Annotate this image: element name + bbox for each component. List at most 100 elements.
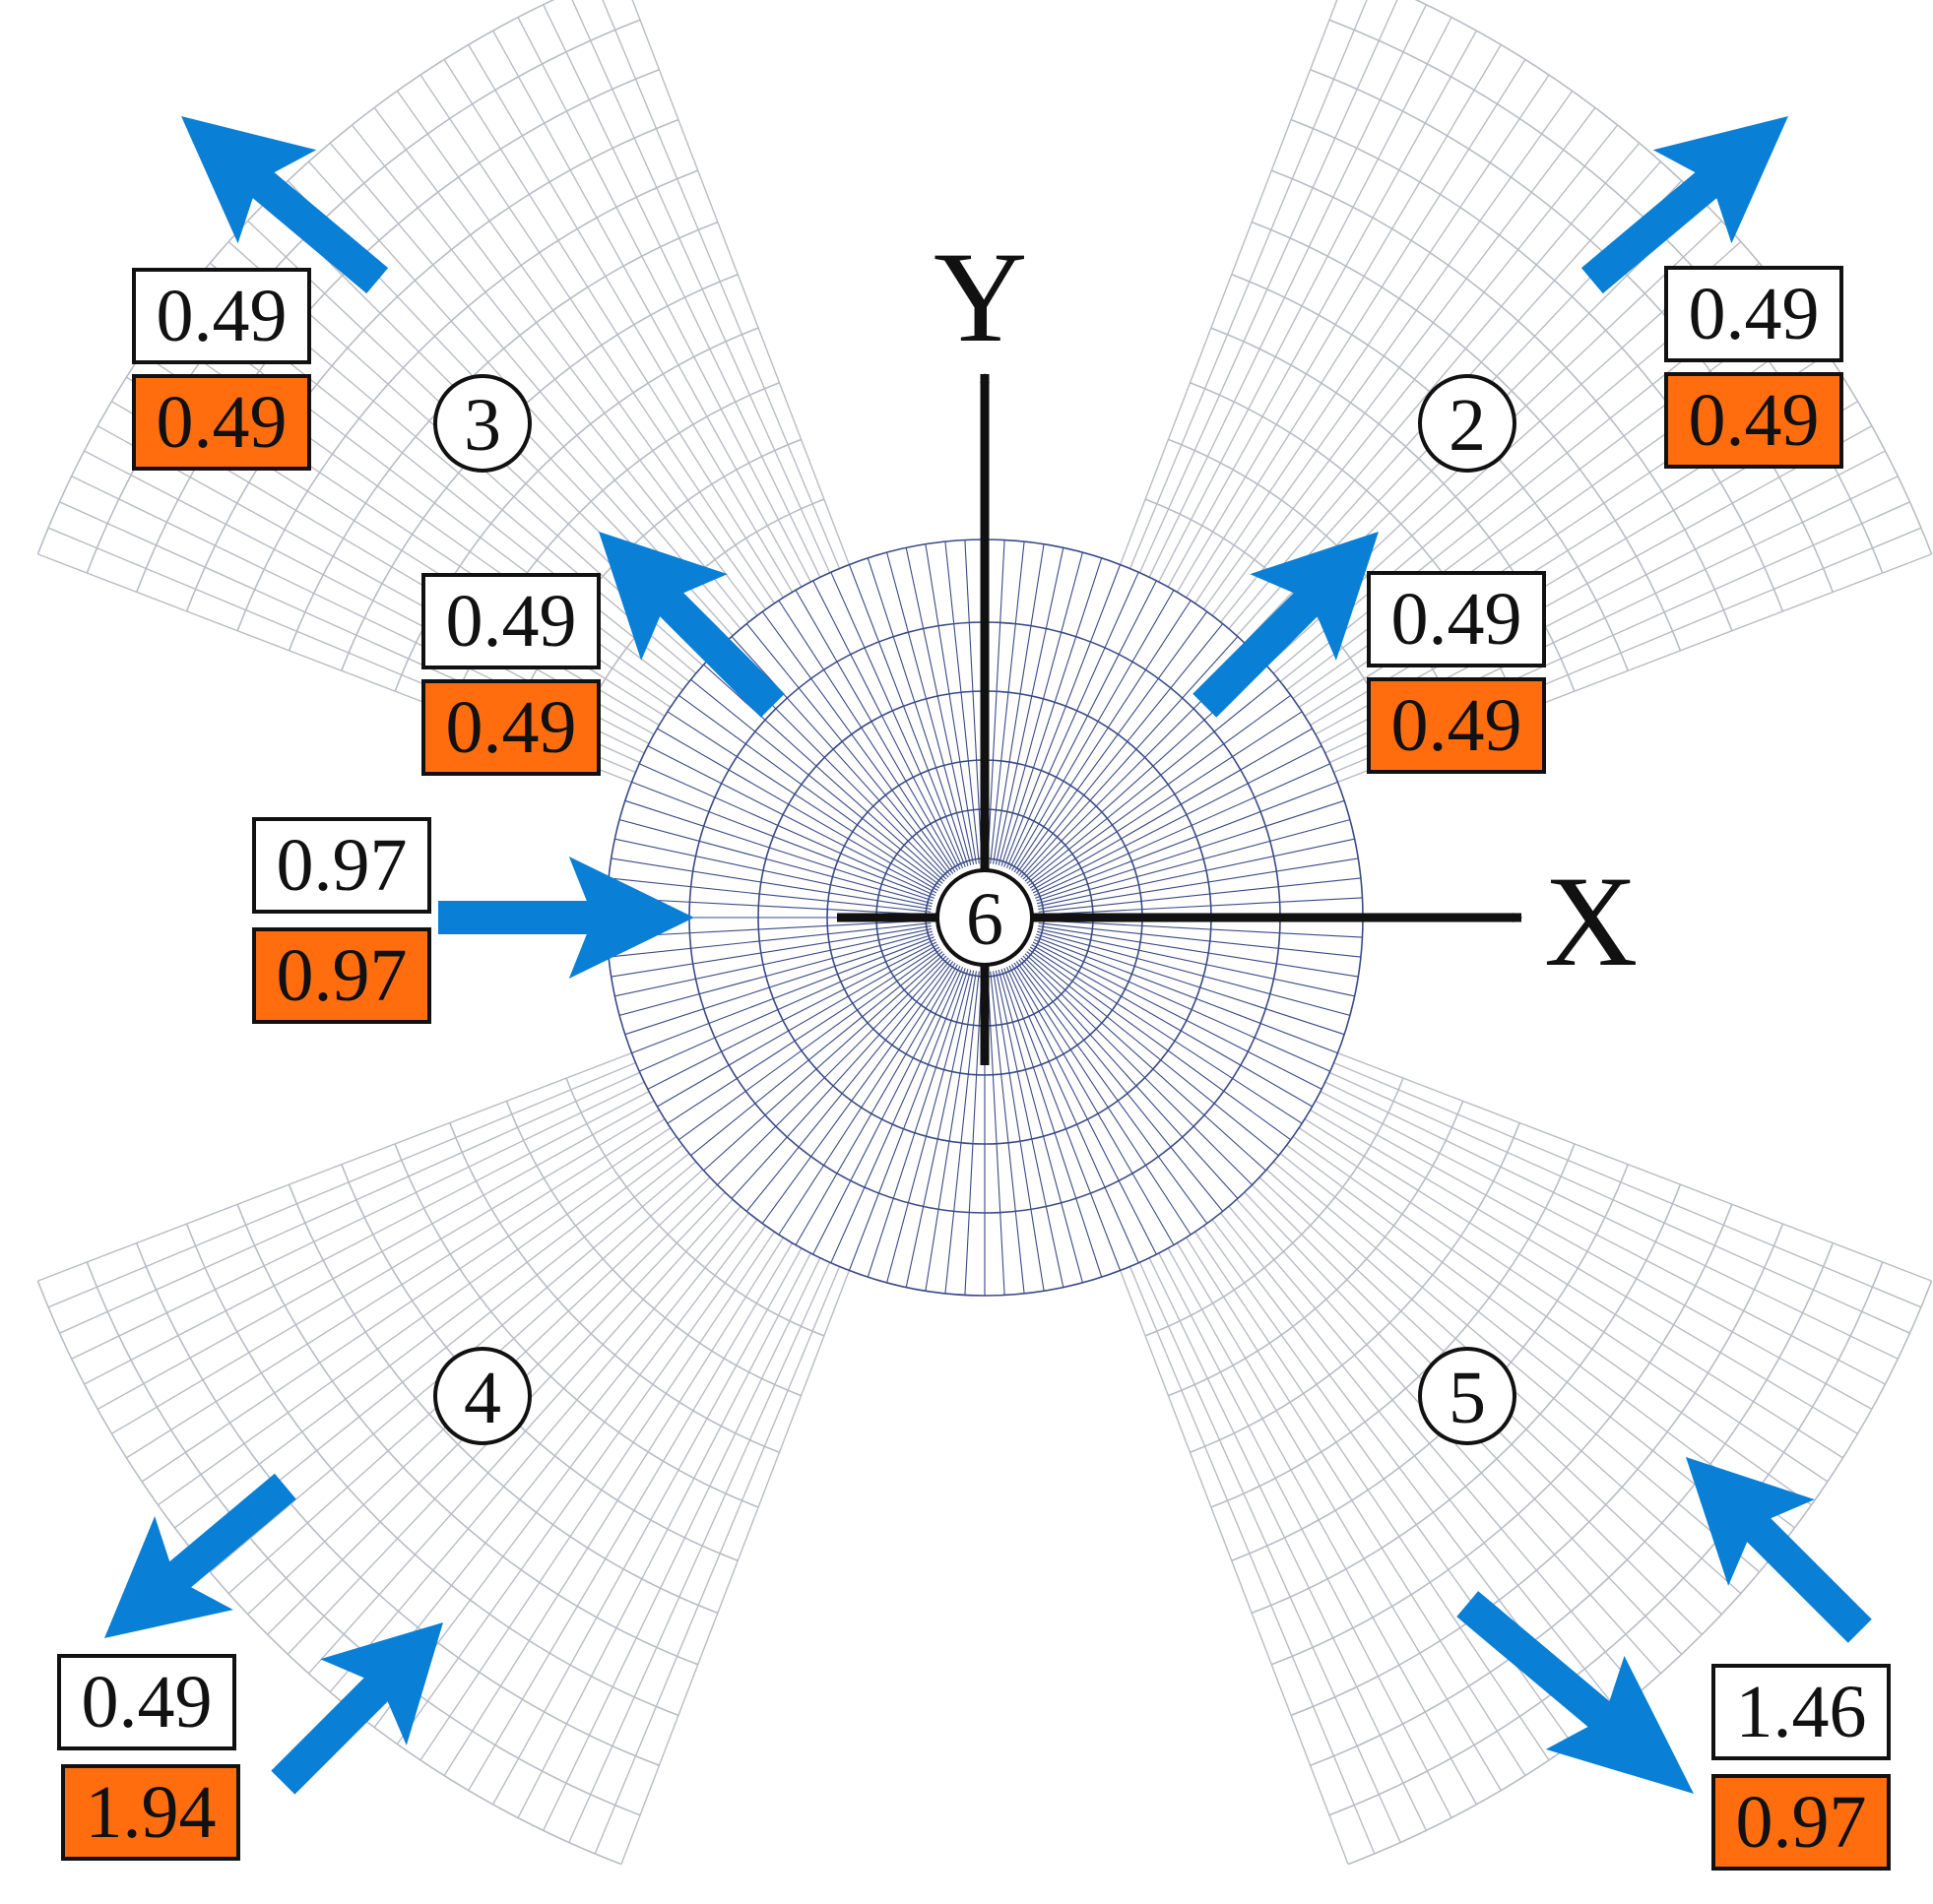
arrow-region-4-out	[104, 1473, 296, 1638]
region-5-grid	[1118, 1050, 1933, 1866]
y-axis-label: Y	[934, 224, 1028, 369]
region-5-grid-radial	[1301, 1115, 1843, 1459]
center-grid-spoke	[667, 711, 940, 889]
center-grid-spoke	[848, 564, 966, 867]
region-2-grid-radial	[1209, 106, 1596, 619]
center-grid-spoke	[1013, 962, 1192, 1236]
region-4-grid-radial	[126, 1115, 669, 1459]
region-5-white-value: 1.46	[1711, 1664, 1891, 1760]
center-grid-spoke	[667, 946, 940, 1124]
region-3-grid-radial	[443, 59, 787, 602]
center-grid-spoke	[1026, 678, 1279, 884]
center-grid-spoke	[638, 763, 936, 897]
region-4-grid-radial	[594, 1262, 842, 1855]
center-grid-spoke	[609, 877, 932, 913]
region-5-grid-radial	[1325, 1070, 1910, 1334]
flow-arrow-icon	[104, 1473, 296, 1638]
region-3-grid-radial	[468, 44, 796, 597]
center-grid-spoke	[1024, 953, 1266, 1172]
region-4-grid-radial	[396, 1222, 769, 1745]
region-3-grid-radial	[631, 0, 852, 569]
center-grid-spoke	[830, 966, 964, 1264]
region-2-grid-radial	[1137, 0, 1398, 577]
region-4-grid	[36, 1050, 852, 1866]
center-grid-spoke	[795, 964, 958, 1245]
center-grid-spoke	[677, 694, 941, 887]
flow-arrow-icon	[1456, 1591, 1694, 1794]
center-grid-spoke	[647, 745, 937, 894]
center-grid-spoke	[993, 971, 1045, 1292]
center-grid-spoke	[1038, 925, 1359, 978]
center-grid-spoke	[944, 541, 980, 864]
center-grid-spoke	[848, 968, 966, 1271]
region-2-grid-radial	[1174, 44, 1502, 597]
region-5-grid-radial	[1283, 1142, 1796, 1529]
center-grid-spoke	[1018, 959, 1224, 1212]
region-3-grid-arc	[36, 0, 555, 555]
boundary-6-2-white-value: 0.49	[1367, 571, 1546, 667]
center-grid-spoke	[618, 819, 934, 905]
center-grid-spoke	[1033, 763, 1331, 897]
center-grid-spoke	[1005, 571, 1139, 869]
center-grid-spoke	[1020, 957, 1239, 1199]
center-grid-spoke	[1029, 711, 1303, 889]
center-grid-spoke	[690, 678, 943, 884]
center-grid-spoke	[1013, 600, 1192, 873]
center-grid-spoke	[657, 944, 938, 1108]
center-grid-spoke	[995, 970, 1064, 1288]
region-3-grid-radial	[329, 142, 744, 633]
center-grid-spoke	[690, 951, 943, 1157]
center-grid-spoke	[647, 941, 937, 1090]
region-5-grid-radial	[1329, 1060, 1922, 1308]
center-grid-spoke	[1008, 965, 1157, 1255]
center-grid-spoke	[703, 664, 945, 882]
center-grid-spoke	[1036, 930, 1351, 1016]
region-4-grid-radial	[47, 1060, 640, 1308]
center-grid-spoke	[1015, 961, 1208, 1225]
center-grid-spoke	[1003, 968, 1122, 1271]
region-2-grid-radial	[1118, 0, 1338, 569]
region-3-grid-radial	[419, 74, 778, 607]
center-grid-spoke	[1035, 781, 1338, 899]
center-grid-spoke	[1011, 964, 1175, 1245]
region-3-orange-value: 0.49	[132, 374, 311, 471]
center-grid-spoke	[1003, 564, 1122, 867]
center-grid-spoke	[1015, 610, 1208, 874]
center-grid-spoke	[995, 547, 1064, 865]
region-5-grid-radial	[1317, 1089, 1886, 1385]
center-grid-spoke	[987, 539, 1005, 864]
center-grid-spoke	[1026, 951, 1279, 1157]
center-grid-spoke	[745, 959, 951, 1212]
arrow-region-5-out	[1456, 1591, 1694, 1794]
center-grid-spoke	[611, 925, 932, 978]
center-grid-spoke	[1031, 728, 1313, 891]
flow-arrow-icon	[1580, 116, 1788, 294]
center-grid-spoke	[812, 965, 961, 1255]
center-grid-spoke	[609, 922, 932, 958]
sector-grids	[36, 0, 1933, 1866]
center-grid-spoke	[761, 610, 954, 874]
center-grid-spoke	[657, 728, 938, 891]
center-grid-spoke	[944, 971, 980, 1294]
region-3-grid-radial	[351, 124, 752, 626]
flow-arrow-icon	[599, 532, 785, 718]
region-5-grid-radial	[1295, 1124, 1829, 1483]
center-grid-spoke	[905, 970, 975, 1288]
center-grid-spoke	[703, 953, 945, 1172]
region-2-grid-radial	[1146, 4, 1427, 582]
region-3-grid-radial	[602, 0, 842, 573]
region-3-grid-radial	[543, 4, 823, 582]
region-5-orange-value: 0.97	[1711, 1774, 1891, 1871]
region-5-grid-radial	[1217, 1209, 1619, 1711]
arrow-6-to-3	[599, 532, 785, 718]
center-grid-spoke	[867, 557, 969, 866]
center-grid-spoke	[631, 781, 934, 899]
region-4-grid-radial	[59, 1070, 644, 1334]
center-grid-spoke	[1028, 694, 1292, 887]
center-grid-spoke	[1005, 966, 1139, 1264]
region-4-grid-radial	[419, 1228, 778, 1761]
flow-arrow-icon	[1686, 1457, 1872, 1643]
arrow-region-4-in	[271, 1622, 443, 1795]
center-grid-spoke	[731, 636, 949, 878]
